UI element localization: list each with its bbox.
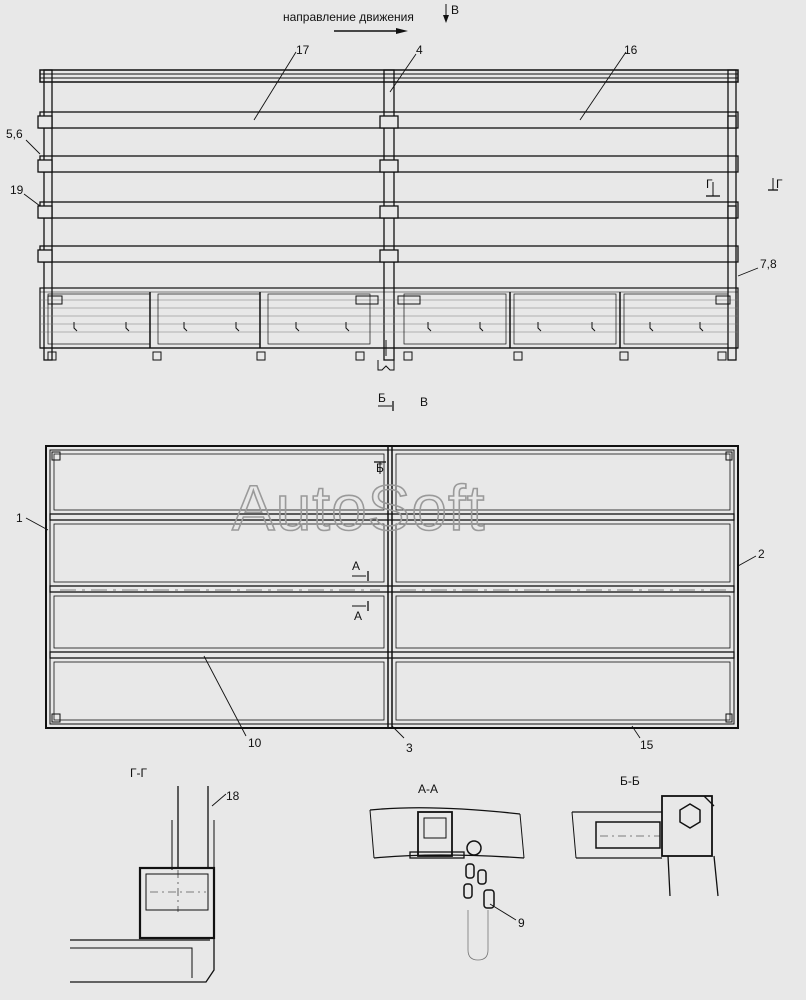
section-g-marker: Г — [706, 177, 713, 191]
callout-17: 17 — [296, 43, 310, 57]
section-a-marker-2: А — [354, 609, 362, 623]
callout-19: 19 — [10, 183, 24, 197]
callout-9: 9 — [518, 916, 525, 930]
section-gg — [70, 786, 227, 983]
top-rail — [39, 69, 739, 83]
callout-18: 18 — [226, 789, 240, 803]
section-bb — [571, 795, 719, 897]
watermark: AutoSoft — [232, 472, 486, 544]
section-bb-title: Б-Б — [620, 774, 640, 788]
section-aa — [369, 807, 525, 961]
side-view-leaders — [23, 51, 759, 277]
direction-label: направление движения — [283, 10, 414, 24]
callout-15: 15 — [640, 738, 654, 752]
section-a-marker-1: А — [352, 559, 360, 573]
cross-member-2 — [49, 585, 735, 593]
callout-3: 3 — [406, 741, 413, 755]
callout-2: 2 — [758, 547, 765, 561]
callout-5-6: 5,6 — [6, 127, 23, 141]
section-gg-title: Г-Г — [130, 766, 147, 780]
cross-member-1 — [49, 513, 735, 521]
callout-16: 16 — [624, 43, 638, 57]
view-b-title: В — [420, 395, 428, 409]
section-aa-title: А-А — [418, 782, 438, 796]
callout-4: 4 — [416, 43, 423, 57]
cross-member-3 — [49, 651, 735, 659]
side-board — [39, 287, 739, 349]
section-b-marker: Б — [378, 391, 386, 405]
section-g-marker-2: Г — [776, 177, 783, 191]
direction-arrow-head — [396, 28, 408, 34]
callout-7-8: 7,8 — [760, 257, 777, 271]
view-b-marker-top: В — [451, 3, 459, 17]
callout-1: 1 — [16, 511, 23, 525]
side-view — [37, 69, 739, 371]
plan-view — [45, 445, 739, 729]
callout-10: 10 — [248, 736, 262, 750]
